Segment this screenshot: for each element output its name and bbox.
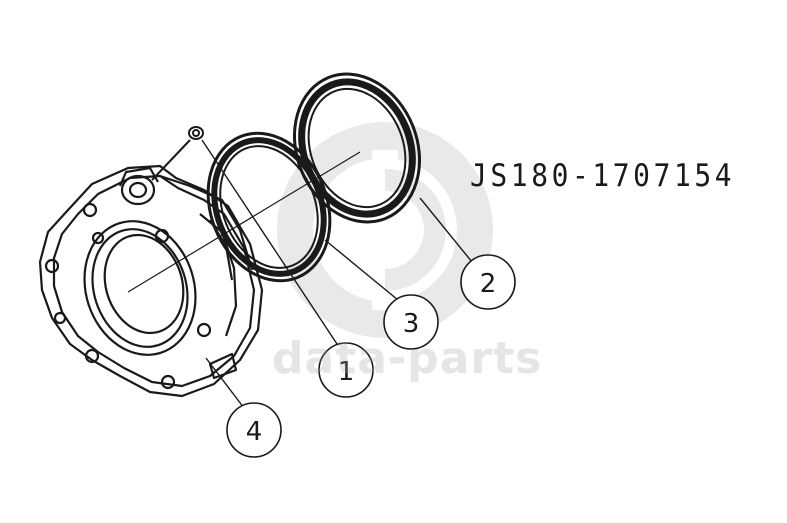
callout-2: 2 — [460, 254, 516, 310]
callout-2-label: 2 — [480, 269, 497, 299]
part-number-label: JS180-1707154 — [470, 158, 736, 194]
callout-4: 4 — [226, 402, 282, 458]
callout-4-label: 4 — [246, 417, 263, 447]
callout-3-label: 3 — [403, 309, 420, 339]
watermark-text: data-parts — [272, 333, 543, 384]
leader-lines — [201, 139, 473, 409]
seal-ring-3 — [206, 131, 332, 283]
watermark-logo — [277, 122, 493, 338]
grease-nipple — [151, 126, 204, 181]
bearing-housing — [38, 164, 264, 398]
callout-1: 1 — [318, 342, 374, 398]
callout-1-label: 1 — [338, 357, 355, 387]
callout-3: 3 — [383, 294, 439, 350]
center-axis-line — [127, 151, 361, 293]
